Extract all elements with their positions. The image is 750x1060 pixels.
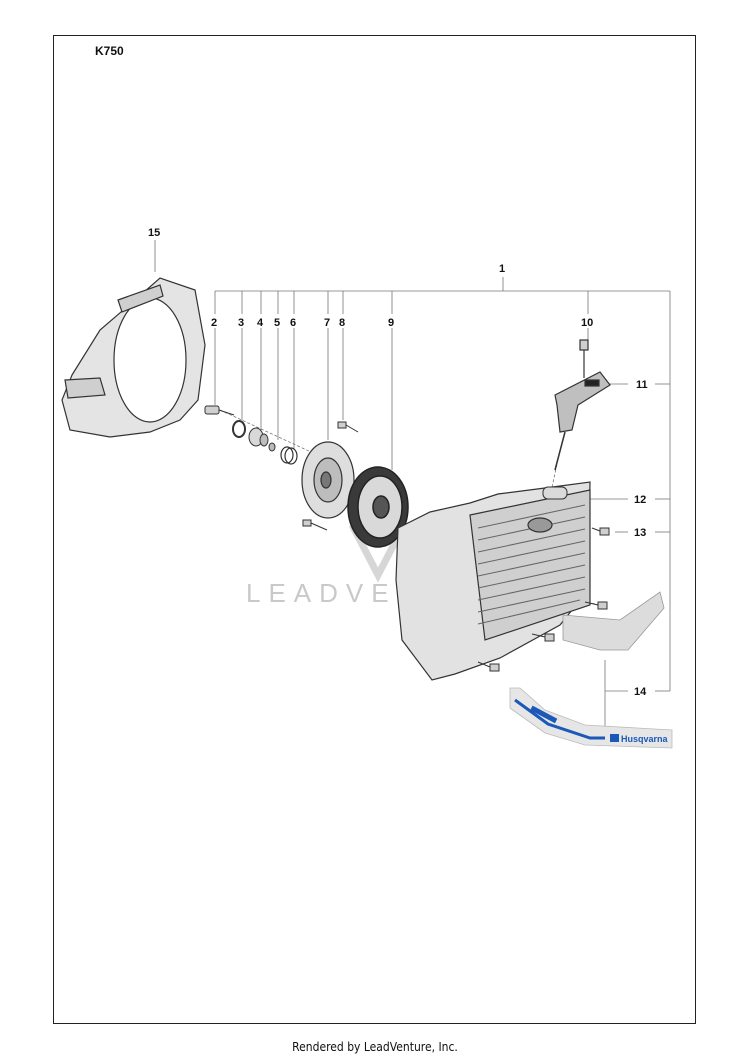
part-8-screws <box>302 421 359 531</box>
part-10-rope <box>579 339 589 378</box>
model-label: K750 <box>95 44 124 58</box>
callout-8: 8 <box>339 317 345 329</box>
part-1-starter-housing <box>395 481 591 681</box>
part-4-bushing <box>248 427 269 447</box>
part-7-pulley <box>301 441 355 519</box>
callout-15: 15 <box>148 227 160 239</box>
callout-13: 13 <box>634 527 646 539</box>
callout-12: 12 <box>634 494 646 506</box>
callout-5: 5 <box>274 317 280 329</box>
part-6-spring <box>280 446 298 465</box>
callout-11: 11 <box>636 379 648 391</box>
callout-3: 3 <box>238 317 244 329</box>
callout-9: 9 <box>388 317 394 329</box>
callout-1: 1 <box>499 263 505 275</box>
drawing-frame <box>53 35 696 1024</box>
part-15-starter-cover <box>61 277 206 438</box>
footer-credit: Rendered by LeadVenture, Inc. <box>292 1040 458 1054</box>
decal-brand-text: Husqvarna <box>621 734 669 744</box>
part-12-cap <box>542 486 568 500</box>
callout-7: 7 <box>324 317 330 329</box>
part-13-screws <box>477 527 610 672</box>
part-3-ring <box>232 420 246 438</box>
callout-14: 14 <box>634 686 647 698</box>
part-14-decals: Husqvarna <box>509 591 673 749</box>
part-11-handle <box>554 371 611 471</box>
part-2-screw <box>204 405 235 416</box>
callout-4: 4 <box>257 317 264 329</box>
callout-numbers: 1 2 3 4 5 6 7 8 9 10 11 12 13 14 15 <box>148 227 648 698</box>
callout-10: 10 <box>581 317 593 329</box>
callout-2: 2 <box>211 317 217 329</box>
part-5-pin <box>268 442 276 452</box>
callout-6: 6 <box>290 317 296 329</box>
leader-lines <box>154 240 671 735</box>
part-9-spring-cassette <box>347 466 409 548</box>
